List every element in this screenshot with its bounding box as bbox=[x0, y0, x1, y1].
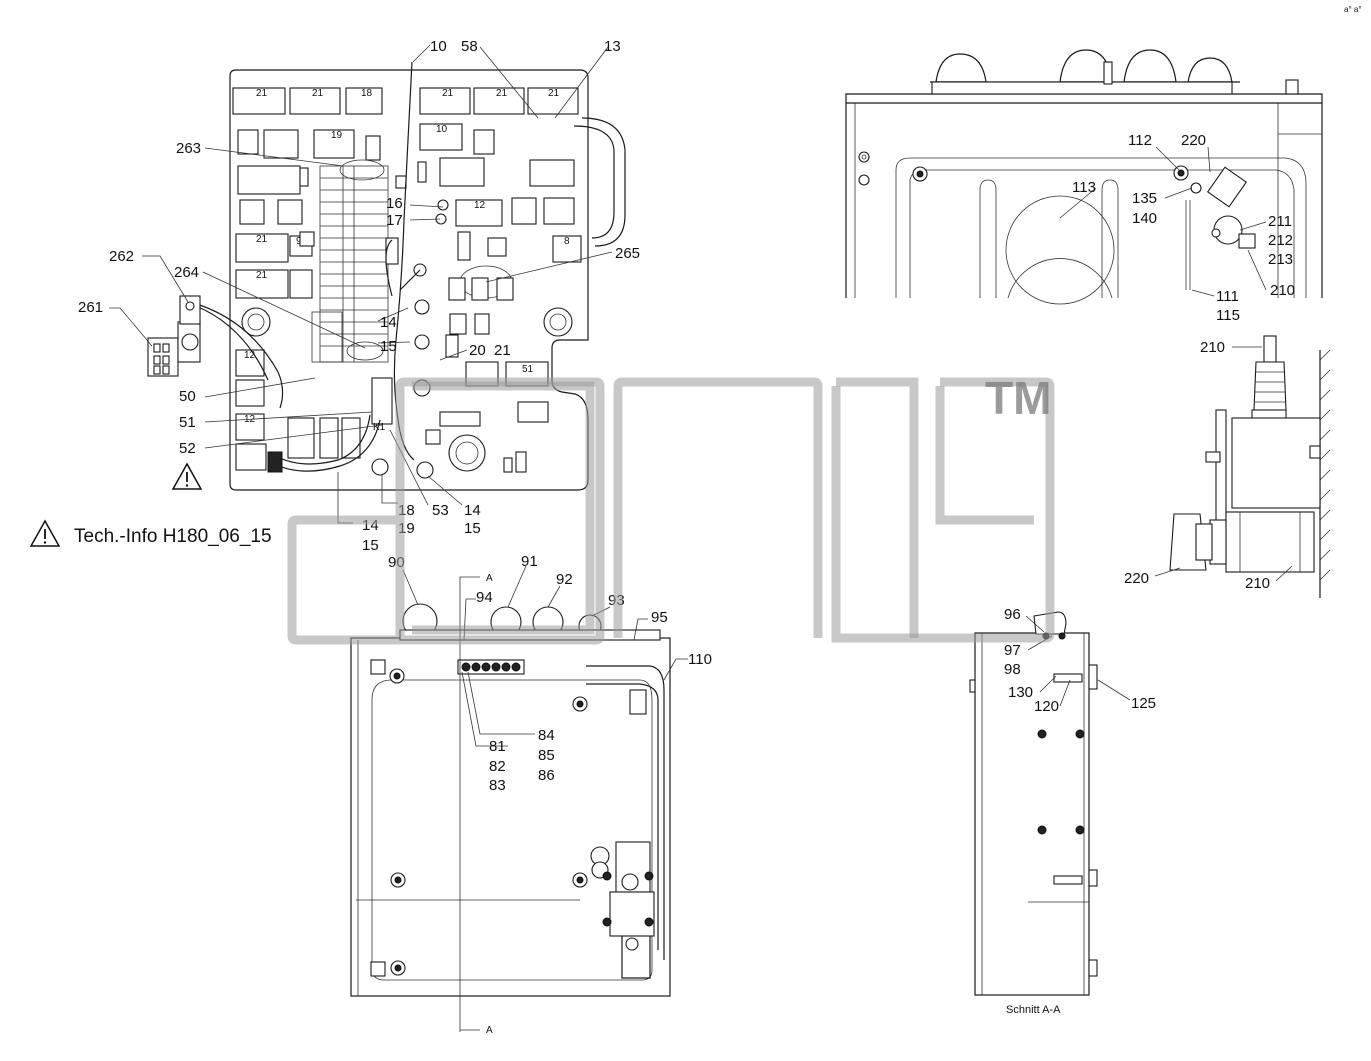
callout-210: 210 bbox=[1200, 339, 1225, 356]
connector-label: 21 bbox=[312, 88, 324, 99]
watermark-trademark: TM bbox=[985, 372, 1051, 424]
connector-label: 21 bbox=[442, 88, 454, 99]
callout-83: 83 bbox=[489, 777, 506, 794]
callout-17: 17 bbox=[386, 212, 403, 229]
callout-265: 265 bbox=[615, 245, 640, 262]
connector-label: 19 bbox=[331, 130, 343, 141]
callout-labels: 10 58 13 263 16 17 265 262 264 261 14 15… bbox=[78, 38, 1295, 1036]
connector-label: 21 bbox=[256, 88, 268, 99]
callout-98: 98 bbox=[1004, 661, 1021, 678]
board-leaders bbox=[109, 44, 613, 524]
callout-92: 92 bbox=[556, 571, 573, 588]
connector-label: 10 bbox=[436, 124, 448, 135]
callout-58: 58 bbox=[461, 38, 478, 55]
callout-86: 86 bbox=[538, 767, 555, 784]
callout-95: 95 bbox=[651, 609, 668, 626]
fuse-block bbox=[311, 165, 389, 363]
callout-213: 213 bbox=[1268, 251, 1293, 268]
callout-85: 85 bbox=[538, 747, 555, 764]
callout-110: 110 bbox=[688, 651, 712, 668]
callout-16: 16 bbox=[386, 195, 403, 212]
connector-label: 18 bbox=[361, 88, 373, 99]
callout-115: 115 bbox=[1216, 307, 1240, 324]
connector-label: 21 bbox=[256, 270, 268, 281]
callout-94: 94 bbox=[476, 589, 493, 606]
connector-label: 8 bbox=[564, 236, 570, 247]
callout-135: 135 bbox=[1132, 190, 1157, 207]
callout-82: 82 bbox=[489, 758, 506, 775]
callout-210: 210 bbox=[1270, 282, 1295, 299]
callout-13: 13 bbox=[604, 38, 621, 55]
relay-label: K1 bbox=[373, 422, 386, 433]
callout-91: 91 bbox=[521, 553, 538, 570]
section-caption: Schnitt A-A bbox=[1006, 1004, 1061, 1016]
warning-icon bbox=[171, 462, 203, 490]
callout-53: 53 bbox=[432, 502, 449, 519]
connector-label: 9 bbox=[296, 236, 302, 247]
section-a-a bbox=[969, 611, 1098, 996]
housing-leaders bbox=[1059, 146, 1267, 297]
callout-10: 10 bbox=[430, 38, 447, 55]
callout-96: 96 bbox=[1004, 606, 1021, 623]
callout-51: 51 bbox=[179, 414, 196, 431]
callout-81: 81 bbox=[489, 738, 506, 755]
connector-label: 21 bbox=[548, 88, 560, 99]
section-leaders bbox=[1025, 615, 1131, 707]
callout-120: 120 bbox=[1034, 698, 1059, 715]
actuator-side-view bbox=[1169, 335, 1331, 598]
section-marker-bottom: A bbox=[486, 1025, 493, 1036]
callout-15: 15 bbox=[380, 338, 397, 355]
callout-211: 211 bbox=[1268, 213, 1292, 230]
callout-220: 220 bbox=[1124, 570, 1149, 587]
actuator-leaders bbox=[1154, 346, 1293, 582]
callout-15: 15 bbox=[464, 520, 481, 537]
callout-210: 210 bbox=[1245, 575, 1270, 592]
callout-264: 264 bbox=[174, 264, 199, 281]
warning-icon bbox=[29, 519, 61, 547]
callout-112: 112 bbox=[1128, 132, 1152, 149]
watermark-logo: TM bbox=[287, 372, 1055, 645]
callout-111: 111 bbox=[1216, 288, 1239, 305]
callout-14: 14 bbox=[380, 314, 397, 331]
corner-mark: a° a° bbox=[1344, 5, 1362, 14]
bottom-panel-front bbox=[350, 576, 671, 1032]
callout-261: 261 bbox=[78, 299, 103, 316]
connector-label: 51 bbox=[522, 364, 534, 375]
control-board: 21 21 18 21 21 21 19 10 8 12 9 21 21 12 … bbox=[147, 61, 626, 491]
callout-212: 212 bbox=[1268, 232, 1293, 249]
callout-262: 262 bbox=[109, 248, 134, 265]
connector-label: 21 bbox=[256, 234, 268, 245]
callout-220: 220 bbox=[1181, 132, 1206, 149]
callout-130: 130 bbox=[1008, 684, 1033, 701]
callout-52: 52 bbox=[179, 440, 196, 457]
callout-21: 21 bbox=[494, 342, 511, 359]
callout-97: 97 bbox=[1004, 642, 1021, 659]
callout-140: 140 bbox=[1132, 210, 1157, 227]
callout-263: 263 bbox=[176, 140, 201, 157]
callout-20: 20 bbox=[469, 342, 486, 359]
callout-125: 125 bbox=[1131, 695, 1156, 712]
callout-84: 84 bbox=[538, 727, 555, 744]
section-marker-top: A bbox=[486, 573, 493, 584]
housing-top-view bbox=[845, 49, 1323, 305]
callout-14: 14 bbox=[464, 502, 481, 519]
connector-label: 12 bbox=[474, 200, 486, 211]
callout-50: 50 bbox=[179, 388, 196, 405]
connector-label: 12 bbox=[244, 350, 256, 361]
tech-info-note: Tech.-Info H180_06_15 bbox=[74, 526, 272, 547]
callout-15: 15 bbox=[362, 537, 379, 554]
callout-113: 113 bbox=[1072, 179, 1096, 196]
panel-leaders bbox=[402, 565, 688, 747]
connector-label: 21 bbox=[496, 88, 508, 99]
